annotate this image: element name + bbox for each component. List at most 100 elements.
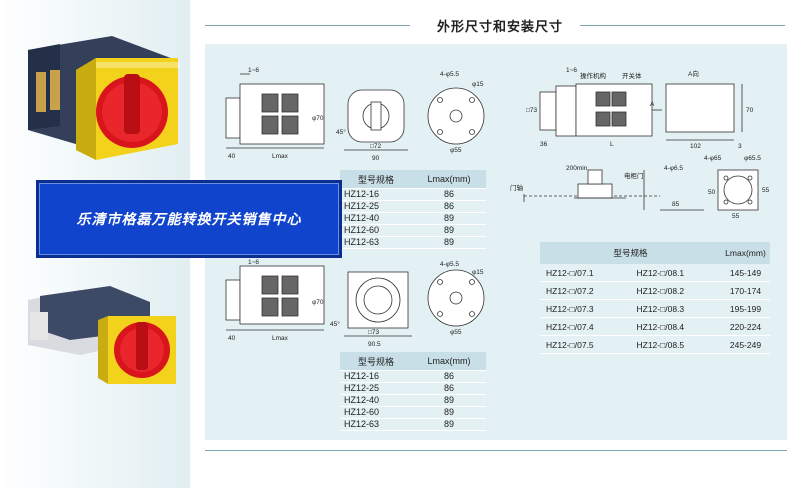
dim-sq72: □72 bbox=[370, 143, 382, 150]
cell-model-b: HZ12-□/08.4 bbox=[630, 317, 721, 336]
col-header-model: 型号规格 bbox=[340, 170, 412, 189]
dim-55-side: 55 bbox=[762, 187, 770, 194]
dim-1-6-top: 1~6 bbox=[248, 67, 259, 74]
cell-lmax: 86 bbox=[412, 188, 486, 201]
side-view-right bbox=[539, 83, 662, 137]
cell-model-a: HZ12-□/07.3 bbox=[540, 299, 631, 318]
cell-model: HZ12-60 bbox=[340, 224, 412, 237]
cell-model-b: HZ12-□/08.3 bbox=[630, 299, 721, 318]
title-line-right bbox=[580, 25, 785, 26]
dim-3: 3 bbox=[738, 143, 742, 150]
title-line-left bbox=[205, 25, 410, 26]
dim-200min: 200min bbox=[566, 165, 588, 172]
dim-102: 102 bbox=[690, 143, 701, 150]
cell-model: HZ12-63 bbox=[340, 418, 412, 431]
cell-model-b: HZ12-□/08.2 bbox=[630, 281, 721, 300]
dim-sq73-right: □73 bbox=[526, 107, 538, 114]
col-header-lmax: Lmax(mm) bbox=[412, 352, 486, 371]
cell-model-a: HZ12-□/07.2 bbox=[540, 281, 631, 300]
dim-phi15-top: φ15 bbox=[472, 81, 484, 88]
door-mount-view bbox=[523, 169, 704, 211]
cell-model: HZ12-40 bbox=[340, 394, 412, 407]
dim-holes-top: 4-φ5.5 bbox=[440, 71, 459, 78]
dim-L: L bbox=[610, 141, 614, 148]
dim-holes-65: 4-φ65 bbox=[704, 155, 722, 162]
mounting-view-top bbox=[427, 87, 485, 145]
front-view-bottom bbox=[344, 271, 412, 337]
dim-55-bottom: 55 bbox=[732, 213, 740, 220]
front-view-top bbox=[344, 89, 408, 151]
dim-1-6-right: 1~6 bbox=[566, 67, 577, 74]
dim-lmax-bottom: Lmax bbox=[272, 335, 289, 342]
company-banner: 乐清市格磊万能转换开关销售中心 bbox=[36, 180, 342, 258]
col-header-model: 型号规格 bbox=[540, 242, 721, 264]
dim-holes-bottom: 4-φ5.5 bbox=[440, 261, 459, 268]
dim-phi55-bottom: φ55 bbox=[450, 329, 462, 336]
cell-model-b: HZ12-□/08.1 bbox=[630, 264, 721, 282]
dim-36: 36 bbox=[540, 141, 548, 148]
label-cabinet-door: 电柜门 bbox=[624, 171, 644, 180]
dim-50: 50 bbox=[708, 189, 716, 196]
dim-phi55-top: φ55 bbox=[450, 147, 462, 154]
product-photo-top bbox=[28, 36, 180, 160]
mounting-view-bottom bbox=[427, 269, 485, 327]
cell-lmax: 145-149 bbox=[720, 264, 770, 282]
cell-model-a: HZ12-□/07.1 bbox=[540, 264, 631, 282]
cell-model: HZ12-25 bbox=[340, 382, 412, 395]
dim-40-top: 40 bbox=[228, 153, 236, 160]
cell-lmax: 89 bbox=[412, 406, 486, 419]
dim-angle-bottom: 45° bbox=[330, 320, 340, 328]
square-mount-view bbox=[717, 169, 759, 211]
cell-model: HZ12-60 bbox=[340, 406, 412, 419]
label-switch-body: 开关体 bbox=[622, 71, 642, 80]
dim-70: 70 bbox=[746, 107, 754, 114]
cell-lmax: 86 bbox=[412, 200, 486, 213]
dim-40-bottom: 40 bbox=[228, 335, 236, 342]
dim-lmax-top: Lmax bbox=[272, 153, 289, 160]
section-title: 外形尺寸和安装尺寸 bbox=[436, 20, 563, 35]
dim-90: 90 bbox=[372, 155, 380, 162]
dim-angle-top: 45° bbox=[336, 128, 346, 136]
col-header-lmax: Lmax(mm) bbox=[720, 242, 770, 264]
cell-lmax: 86 bbox=[412, 382, 486, 395]
dim-holes-6-5: 4-φ6.5 bbox=[664, 165, 683, 172]
cell-lmax: 86 bbox=[412, 370, 486, 383]
dim-sq73: □73 bbox=[368, 329, 380, 336]
cell-lmax: 89 bbox=[412, 212, 486, 225]
label-arrow-a: A bbox=[650, 101, 655, 108]
cell-model: HZ12-25 bbox=[340, 200, 412, 213]
bottom-divider bbox=[205, 450, 787, 451]
section-title-bar: 外形尺寸和安装尺寸 bbox=[205, 14, 785, 36]
cell-lmax: 245-249 bbox=[720, 335, 770, 354]
cell-lmax: 220-224 bbox=[720, 317, 770, 336]
side-view-top bbox=[225, 73, 325, 149]
cell-model-b: HZ12-□/08.5 bbox=[630, 335, 721, 354]
label-mechanism: 操作机构 bbox=[580, 71, 607, 80]
col-header-model: 型号规格 bbox=[340, 352, 412, 371]
cell-lmax: 170-174 bbox=[720, 281, 770, 300]
cell-model: HZ12-16 bbox=[340, 370, 412, 383]
dim-phi65-5: φ65.5 bbox=[744, 155, 761, 162]
cell-lmax: 89 bbox=[412, 418, 486, 431]
company-name: 乐清市格磊万能转换开关销售中心 bbox=[76, 212, 302, 228]
cell-lmax: 195-199 bbox=[720, 299, 770, 318]
dim-phi70-top: φ70 bbox=[312, 115, 324, 122]
dim-phi15-bottom: φ15 bbox=[472, 269, 484, 276]
